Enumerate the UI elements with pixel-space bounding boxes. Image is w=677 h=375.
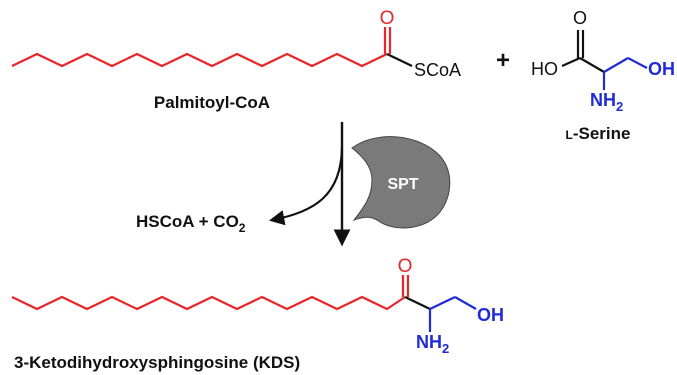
- serine-ch2-oh-bond: [627, 57, 648, 69]
- kds-carbonyl-oxygen: O: [398, 256, 413, 277]
- plus-sign: +: [496, 47, 510, 74]
- kds-chain: [11, 295, 406, 311]
- spt-enzyme: SPT: [351, 136, 451, 229]
- kds-name: 3-Ketodihydroxysphingosine (KDS): [14, 353, 300, 372]
- serine-acid-ho: HO: [531, 59, 558, 79]
- serine-calpha-ch2-bond: [603, 57, 629, 73]
- carbonyl-to-s-bond: [386, 53, 413, 67]
- serine-name: L-Serine: [566, 124, 631, 143]
- kds-structure: O OH NH2 3-Ketodihydroxysphingosine (KDS…: [11, 256, 504, 372]
- serine-acid-oh-bond: [561, 56, 581, 68]
- byproduct-curved-arrow: [268, 147, 344, 226]
- thioester-label: SCoA: [414, 60, 461, 80]
- palmitoyl-coa-name: Palmitoyl-CoA: [154, 93, 270, 112]
- palmitoyl-chain: [11, 52, 388, 68]
- kds-c1-oh-bond: [454, 296, 477, 310]
- kds-c2-c1-bond: [429, 296, 456, 310]
- carbonyl-oxygen: O: [380, 8, 395, 29]
- spt-enzyme-shape: [351, 136, 451, 229]
- kds-c3-c2-bond: [404, 296, 431, 310]
- serine-carbonyl-oxygen: O: [573, 8, 587, 28]
- kds-amine: NH2: [416, 332, 449, 356]
- byproduct-label: HSCoA + CO2: [136, 212, 246, 235]
- palmitoyl-coa-structure: O SCoA Palmitoyl-CoA: [11, 8, 461, 112]
- kds-hydroxyl: OH: [477, 305, 504, 325]
- serine-c-calpha-bond: [579, 57, 605, 73]
- spt-label: SPT: [387, 176, 418, 193]
- serine-hydroxyl: OH: [648, 59, 675, 79]
- serine-amine: NH2: [590, 90, 623, 114]
- serine-structure: O HO OH NH2 L-Serine: [531, 8, 675, 143]
